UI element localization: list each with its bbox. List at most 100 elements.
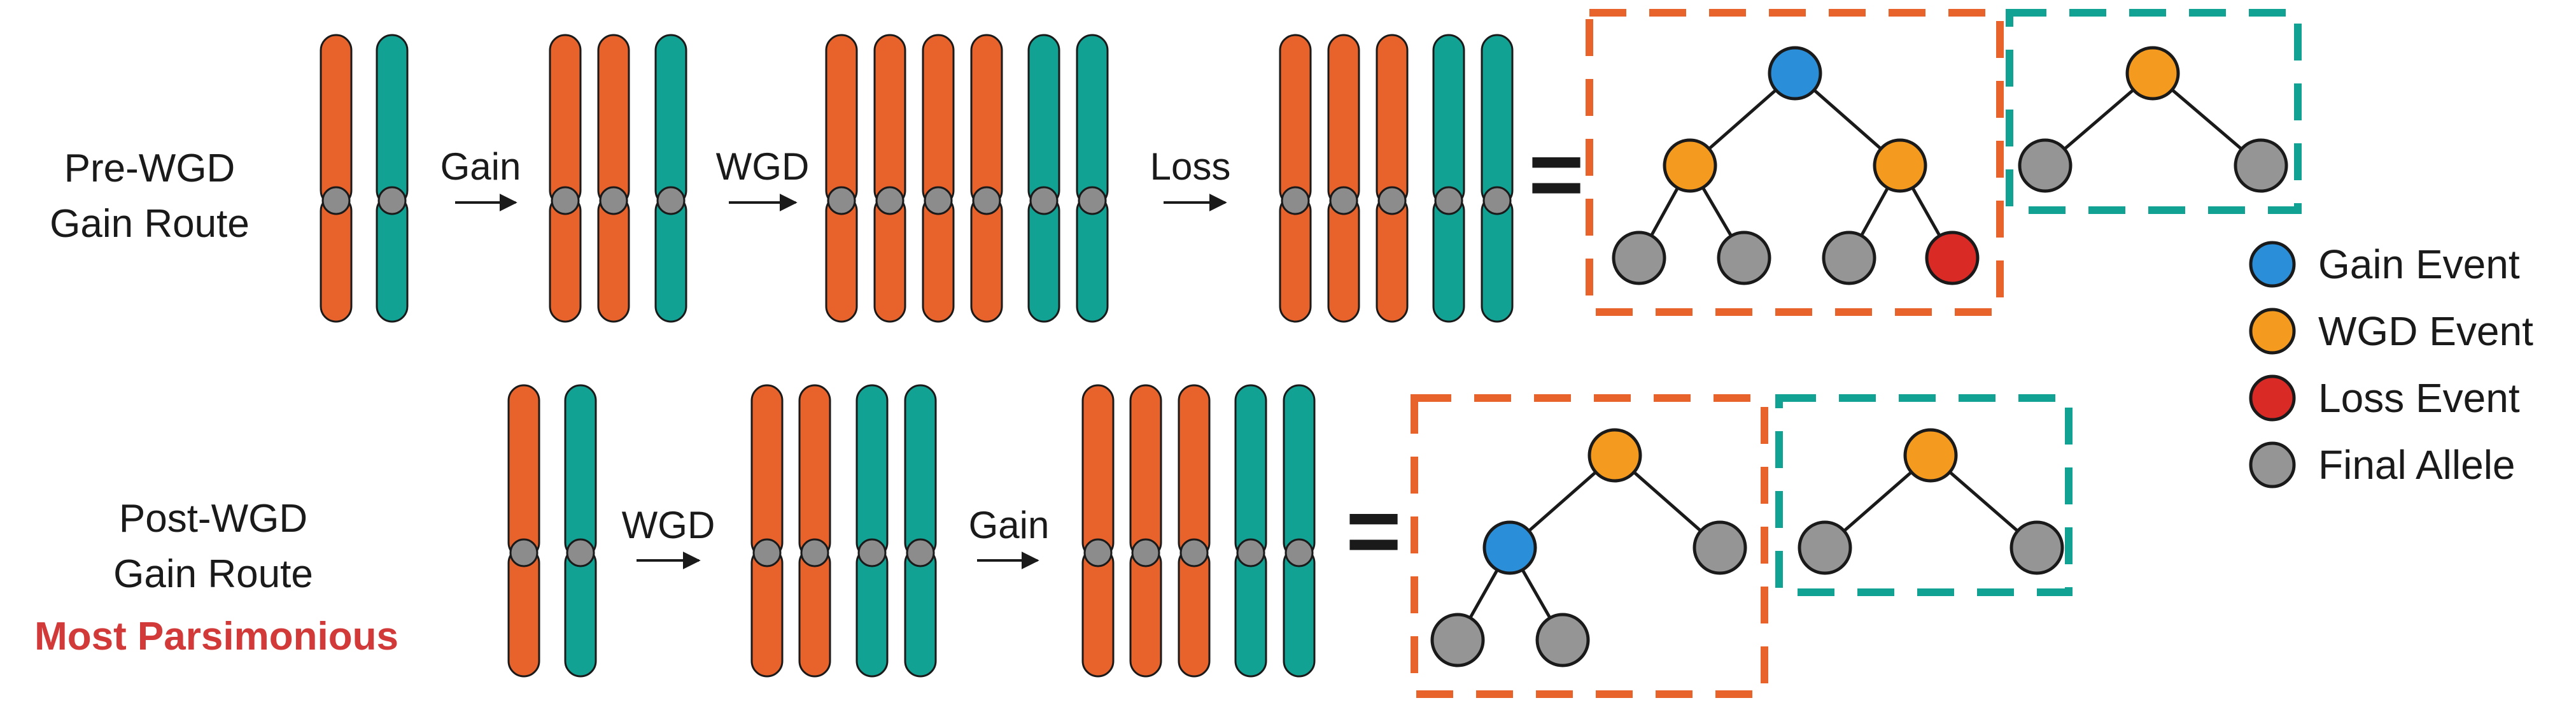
centromere: [1434, 186, 1463, 215]
chromosome-upper-arm: [1327, 34, 1360, 207]
maternal-chromosome: [1081, 384, 1115, 678]
pre-arrow-label-loss: Loss: [1150, 145, 1231, 188]
centromere: [1083, 538, 1113, 567]
paternal-dashed-box: [1775, 394, 2073, 596]
centromere: [656, 186, 686, 215]
centromere: [321, 186, 351, 215]
centromere: [509, 538, 538, 567]
post-maternal-tree: [1411, 394, 1768, 698]
legend-label: Gain Event: [2318, 241, 2520, 287]
chromosome-upper-arm: [376, 34, 409, 207]
legend-label: WGD Event: [2318, 308, 2533, 354]
post-arrow-label-gain: Gain: [969, 504, 1050, 546]
pre-arrow-label-wgd: WGD: [716, 145, 810, 188]
allele-trees: [1411, 9, 2302, 698]
post-step-2-chromosomes: [1081, 384, 1316, 678]
legend-item-wgd-event: WGD Event: [2249, 308, 2533, 355]
paternal-chromosome: [855, 384, 889, 678]
maternal-chromosome: [1327, 34, 1360, 323]
final-allele-node: [1612, 231, 1666, 285]
centromere: [1329, 186, 1358, 215]
chromosome-upper-arm: [597, 34, 630, 207]
legend-label: Final Allele: [2318, 442, 2516, 488]
pre-arrow-label-gain: Gain: [440, 145, 521, 188]
centromere: [800, 538, 829, 567]
wgd-event-node: [1903, 428, 1958, 483]
paternal-chromosome: [1234, 384, 1267, 678]
maternal-chromosome: [507, 384, 540, 678]
wgd-event-node: [1873, 138, 1927, 193]
pre-step-0-chromosomes: [320, 34, 409, 323]
pre-step-2-chromosomes: [825, 34, 1109, 323]
chromosome-upper-arm: [1129, 384, 1162, 559]
chromosome-upper-arm: [1081, 384, 1115, 559]
maternal-chromosome: [1178, 384, 1211, 678]
centromere: [1377, 186, 1407, 215]
centromere: [1179, 538, 1209, 567]
post-paternal-tree: [1775, 394, 2073, 596]
loss-event-node: [1925, 231, 1980, 285]
centromere: [1131, 538, 1160, 567]
paternal-chromosome: [1027, 34, 1060, 323]
final-allele-node: [1717, 231, 1771, 285]
paternal-chromosome: [564, 384, 597, 678]
centromere: [1284, 538, 1314, 567]
pre-paternal-tree: [2006, 9, 2302, 214]
pre-maternal-tree: [1586, 9, 2004, 316]
centromere: [752, 538, 782, 567]
maternal-chromosome: [970, 34, 1003, 323]
pre-step-3-chromosomes: [1279, 34, 1514, 323]
chromosome-upper-arm: [904, 384, 937, 559]
chromosome-upper-arm: [1234, 384, 1267, 559]
final-allele-node: [2234, 138, 2288, 193]
chromosome-upper-arm: [1432, 34, 1465, 207]
centromere: [972, 186, 1001, 215]
maternal-chromosome: [922, 34, 955, 323]
centromere: [1482, 186, 1512, 215]
pre-route-label-line1: Pre-WGD: [64, 146, 236, 190]
chromosome-upper-arm: [825, 34, 858, 207]
centromere: [827, 186, 856, 215]
legend-swatch-loss-event: [2249, 374, 2296, 422]
final-allele-node: [1430, 613, 1485, 667]
pre-route-label: Pre-WGD Gain Route: [50, 146, 250, 246]
gain-event-node: [1482, 520, 1537, 575]
final-allele-node: [1798, 520, 1852, 575]
maternal-chromosome: [798, 384, 831, 678]
paternal-chromosome: [1432, 34, 1465, 323]
chromosome-upper-arm: [798, 384, 831, 559]
centromere: [906, 538, 935, 567]
centromere: [551, 186, 580, 215]
maternal-chromosome: [750, 384, 784, 678]
chromosome-upper-arm: [1076, 34, 1109, 207]
maternal-chromosome: [1129, 384, 1162, 678]
chromosome-upper-arm: [750, 384, 784, 559]
chromosome-upper-arm: [1376, 34, 1409, 207]
pre-step-1-chromosomes: [549, 34, 687, 323]
centromere: [1078, 186, 1107, 215]
post-step-1-chromosomes: [750, 384, 937, 678]
centromere: [924, 186, 953, 215]
post-route-label-line2: Gain Route: [113, 552, 313, 596]
chromosome-upper-arm: [1481, 34, 1514, 207]
pre-route-label-line2: Gain Route: [50, 202, 250, 246]
chromosome-upper-arm: [507, 384, 540, 559]
centromere: [875, 186, 904, 215]
post-route-label-line1: Post-WGD: [119, 497, 307, 541]
chromosome-upper-arm: [922, 34, 955, 207]
legend-swatch-gain-event: [2249, 241, 2296, 288]
chromosome-upper-arm: [654, 34, 687, 207]
post-route-arrows: WGD Gain: [622, 504, 1050, 569]
most-parsimonious-label: Most Parsimonious: [34, 615, 398, 659]
final-allele-node: [2018, 138, 2073, 193]
chromosome-upper-arm: [1178, 384, 1211, 559]
legend-swatch-wgd-event: [2249, 308, 2296, 355]
paternal-chromosome: [1076, 34, 1109, 323]
centromere: [1236, 538, 1265, 567]
legend-item-final-allele: Final Allele: [2249, 441, 2516, 488]
wgd-event-node: [1587, 428, 1642, 483]
maternal-chromosome: [320, 34, 353, 323]
paternal-dashed-box: [2006, 9, 2302, 214]
